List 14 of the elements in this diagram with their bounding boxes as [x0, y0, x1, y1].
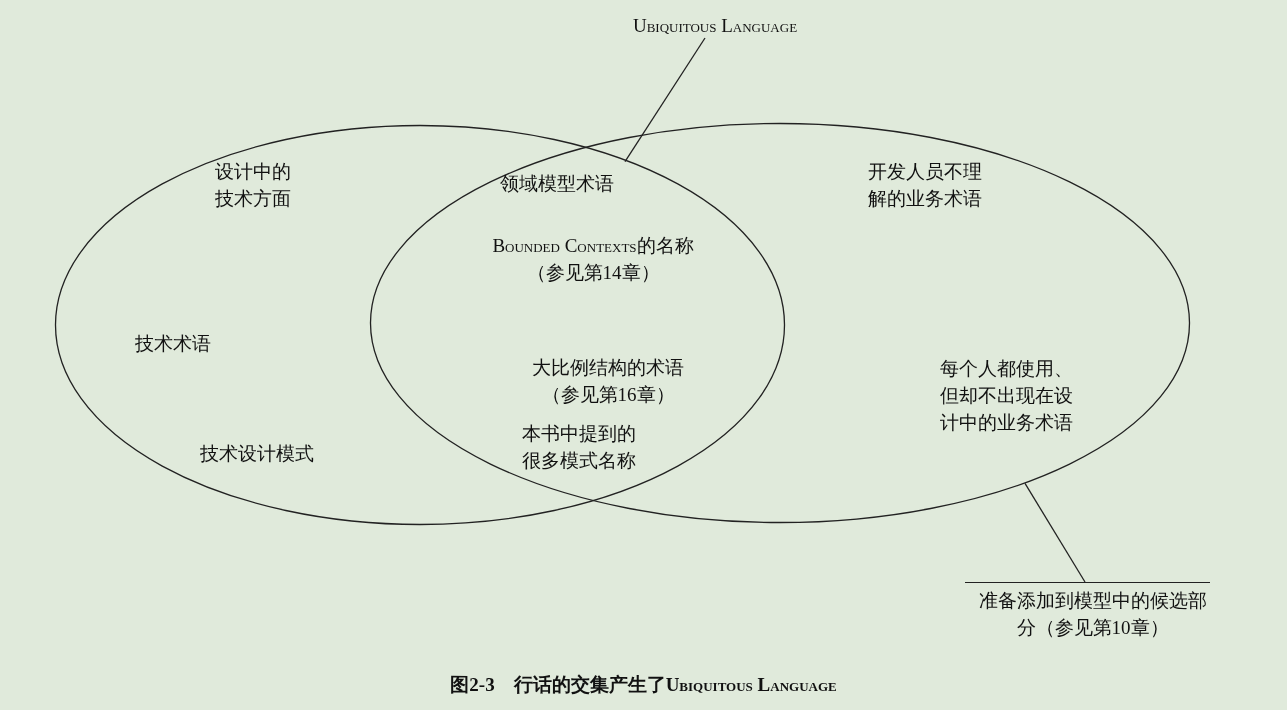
term-text: 每个人都使用、但却不出现在设计中的业务术语 [940, 357, 1074, 435]
leader-line [624, 37, 706, 163]
term-text: 本书中提到的很多模式名称 [522, 422, 637, 473]
term-text: Bounded Contexts的名称（参见第14章） [491, 234, 695, 285]
term-text: 领域模型术语 [500, 172, 615, 196]
callout-text: 准备添加到模型中的候选部分（参见第10章） [965, 582, 1210, 644]
term-text: 设计中的技术方面 [215, 160, 292, 211]
term-text: 大比例结构的术语（参见第16章） [531, 356, 685, 407]
term-text: 技术术语 [135, 332, 212, 356]
term-text: 开发人员不理解的业务术语 [868, 160, 983, 211]
figure-caption: 图2-3 行话的交集产生了Ubiquitous Language [449, 673, 838, 697]
term-text: 技术设计模式 [200, 442, 315, 466]
heading-text: Ubiquitous Language [631, 14, 799, 38]
leader-line [1024, 482, 1086, 583]
